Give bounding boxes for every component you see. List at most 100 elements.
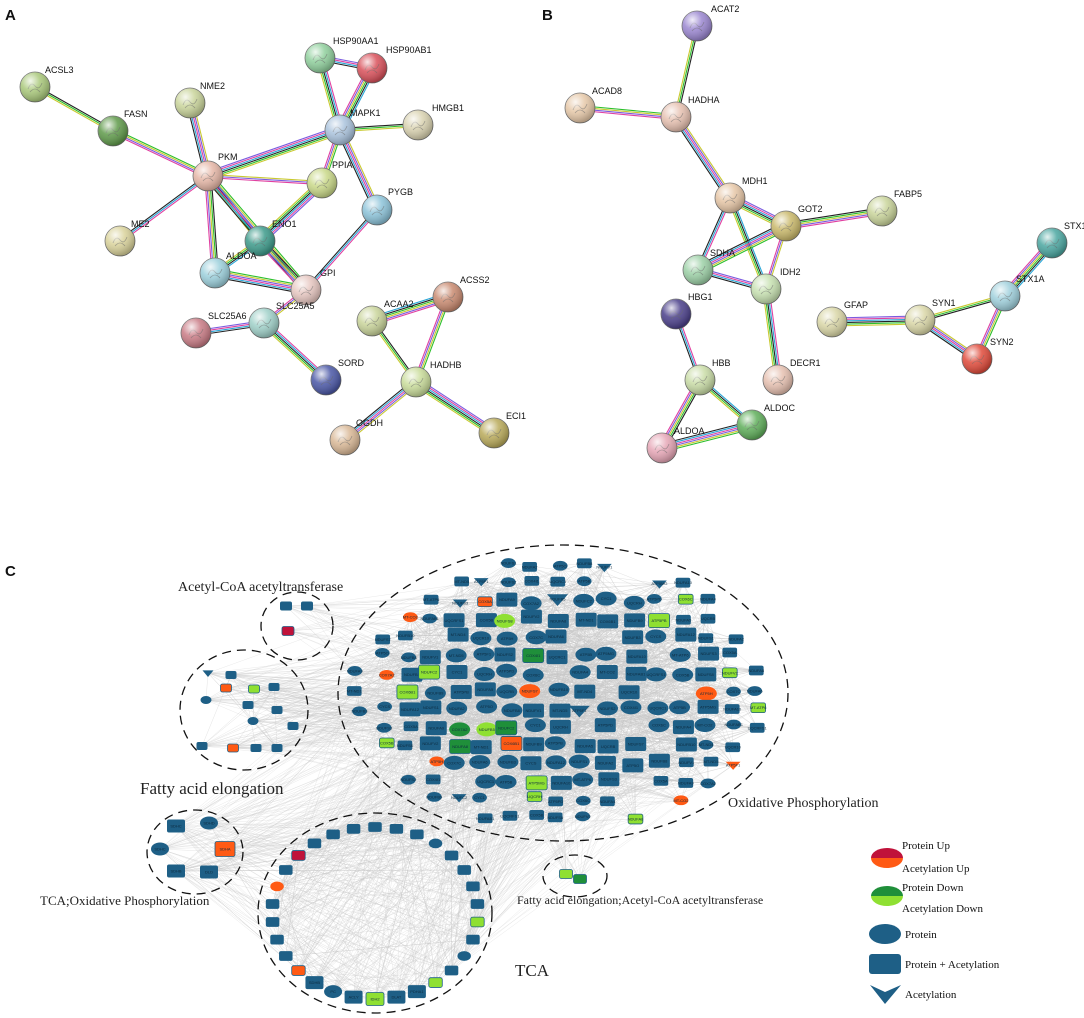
c-edge [232,619,487,749]
c-node-tca [470,916,485,928]
c-node-label: MT-ATP6 [672,652,689,657]
a-label-hsp90aa1: HSP90AA1 [333,36,379,46]
c-edge [224,620,455,850]
c-node-tca [270,881,284,892]
a-label-hmgb1: HMGB1 [432,103,464,113]
c-edge [396,869,465,998]
c-edge [230,674,511,817]
c-node-oxphos: NDUFA6 [545,629,567,644]
c-node-label: COX4I1 [525,578,540,583]
c-node-label: NDUFS2 [500,580,517,585]
c-edge [314,843,474,940]
c-edge [208,855,299,873]
c-edge [354,670,397,998]
c-edge [353,780,662,998]
c-edge [456,655,534,709]
c-node-oxphos: NDUFV2 [419,736,441,751]
c-edge [201,691,462,747]
a-label-pkm: PKM [218,152,238,162]
c-edge [208,843,436,873]
c-edge [276,826,376,940]
c-node-label: NDUFAB1 [476,816,495,821]
c-node-oxphos: ATP5O [622,758,644,773]
c-edge [298,800,682,856]
c-edge [477,746,609,905]
c-node-label: ATP5O [480,704,493,709]
c-node-label: NDUFAB1 [420,616,439,621]
c-edge [287,630,507,672]
c-node-label: UQCRC1 [549,655,567,660]
c-edge [208,691,507,873]
c-edge [252,710,360,722]
c-node-oxphos: NDUFS3 [698,646,720,661]
c-edge [472,744,687,940]
a-edge-pygb-gpi [304,208,379,292]
c-edge [298,691,462,856]
c-edge [285,671,608,957]
c-node-label: MT-ND4 [451,632,467,637]
c-node-label: IDH2 [370,997,380,1002]
c-edge [332,710,561,835]
legend-protein-acetylation-rect [869,954,901,974]
b-label-sdha: SDHA [710,248,735,258]
c-edge [175,870,354,998]
c-node-oxphos: NDUFAB1 [625,666,647,681]
c-edge [252,720,294,727]
c-node-oxphos: COX6C [677,593,694,605]
cluster-label-acat: Acetyl-CoA acetyltransferase [178,580,343,595]
c-edge [287,630,436,694]
c-edge [461,581,482,748]
c-edge [208,871,376,1000]
c-node-fae [200,696,212,704]
c-node-fae [268,683,280,691]
c-node-oxphos: NDUFS8 [494,613,516,628]
c-node-oxphos: COX5A [722,647,738,658]
c-edge [232,709,278,749]
c-node-label: CYCS [379,704,390,709]
b-label-gfap: GFAP [844,300,868,310]
a-node-slc25a6: SLC25A6 [180,311,247,349]
c-edge [208,822,417,835]
c-edge [353,617,411,829]
c-edge [451,800,584,856]
c-node-label: NDUFAB1 [627,671,646,676]
c-node-oxphos: NDUFS8 [547,812,564,823]
c-edge [232,691,507,749]
c-edge [232,747,455,764]
c-edge [285,670,356,871]
c-edge [276,843,315,940]
c-edge [272,903,354,998]
c-edge [285,855,452,871]
a-node-aldoa: ALDOA [199,251,257,289]
c-edge [464,762,687,871]
c-edge [314,826,376,983]
c-node-oxphos: NDUFS8 [397,740,414,751]
c-node-label: ATP5PB [548,741,563,746]
c-edge [225,602,461,689]
c-edge [306,605,435,798]
c-edge [298,566,530,971]
c-edge [396,828,478,905]
c-node-fae [247,717,259,725]
c-edge [285,843,436,957]
c-edge [298,779,409,971]
c-node-fae [202,670,214,677]
c-edge [628,692,707,745]
c-edge [314,828,397,983]
c-edge [451,616,532,971]
c-edge [374,674,387,828]
c-node-label: ATP5F1 [474,579,489,584]
c-edge [292,691,408,727]
c-node-label: NDUFA2 [522,564,539,569]
b-label-decr1: DECR1 [790,358,821,368]
c-edge [276,886,418,992]
c-edge [554,725,606,818]
c-edge [659,583,759,708]
cluster-label-tcaox: TCA;Oxidative Phosphorylation [40,893,210,908]
c-node-oxphos: NDUFAB1 [420,613,440,624]
b-edge-aldoc-aldoa [660,420,754,453]
c-edge [298,855,376,1000]
c-edge [276,843,315,887]
c-node-oxphos: NDUFB3 [622,630,644,645]
